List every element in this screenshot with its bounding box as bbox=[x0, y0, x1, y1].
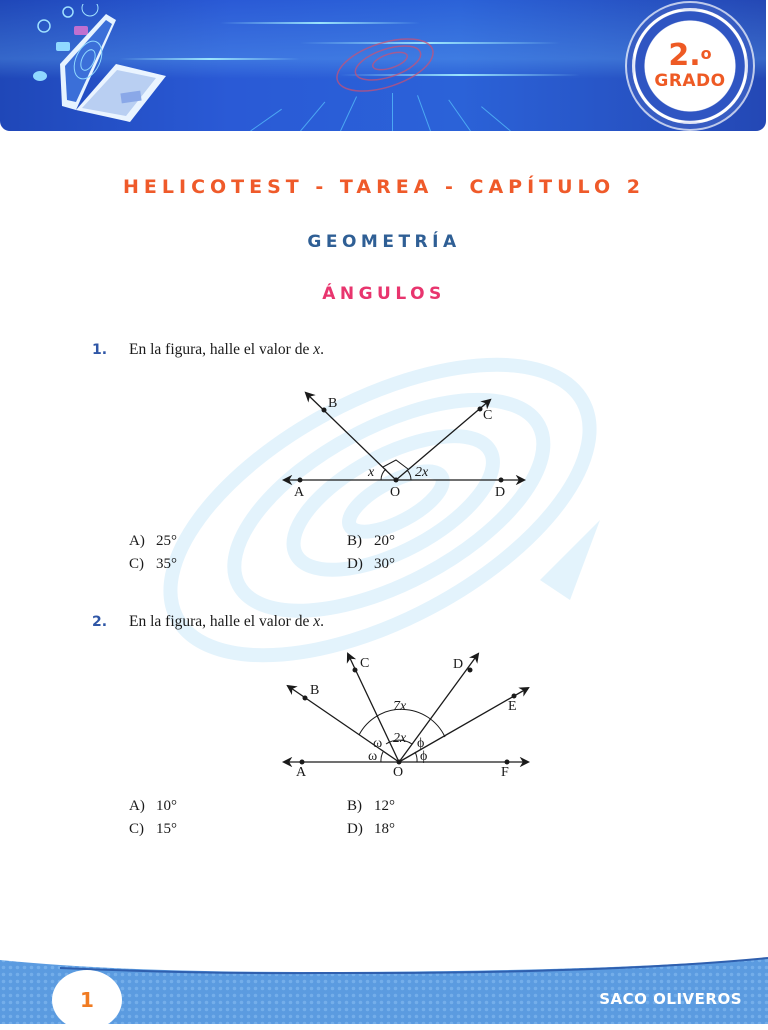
subject-title: GEOMETRÍA bbox=[307, 232, 461, 252]
grid-line bbox=[340, 96, 358, 131]
question-text: En la figura, halle el valor de x. bbox=[129, 613, 324, 630]
angle-2x-label: 2x bbox=[393, 731, 407, 746]
option-d[interactable]: D)18° bbox=[347, 821, 395, 837]
grid-line bbox=[300, 101, 326, 131]
option-a[interactable]: A)25° bbox=[129, 533, 177, 549]
angle-omega-upper-label: ω bbox=[373, 736, 382, 751]
point-f-label: F bbox=[501, 765, 509, 778]
option-c[interactable]: C)15° bbox=[129, 821, 177, 837]
point-b-label: B bbox=[310, 683, 319, 698]
grade-number: 2.o bbox=[668, 38, 712, 73]
option-b[interactable]: B)20° bbox=[347, 533, 395, 549]
spiral-decoration-icon bbox=[336, 38, 434, 92]
option-b[interactable]: B)12° bbox=[347, 798, 395, 814]
point-c-label: C bbox=[360, 656, 369, 671]
grid-line bbox=[448, 99, 471, 131]
grade-badge: 2.o GRADO bbox=[632, 8, 748, 124]
point-a-label: A bbox=[296, 765, 307, 778]
footer-wave bbox=[0, 957, 768, 1024]
document-title: HELICOTEST - TAREA - CAPÍTULO 2 bbox=[123, 176, 645, 198]
grid-line bbox=[417, 95, 431, 131]
point-d-label: D bbox=[453, 657, 463, 672]
light-streak bbox=[300, 42, 560, 44]
point-a-label: A bbox=[294, 485, 305, 500]
point-o-label: O bbox=[390, 485, 400, 500]
grid-line bbox=[481, 106, 511, 131]
question-2-figure: B C D E A O F 7x 2x ω ω ϕ ϕ bbox=[280, 648, 535, 783]
option-d[interactable]: D)30° bbox=[347, 556, 395, 572]
point-d-label: D bbox=[495, 485, 505, 500]
grid-line bbox=[250, 108, 282, 131]
angle-phi-upper-label: ϕ bbox=[417, 736, 424, 751]
point-b-label: B bbox=[328, 396, 337, 411]
question-2: 2. En la figura, halle el valor de x. bbox=[92, 612, 692, 632]
light-streak bbox=[120, 58, 300, 60]
point-c-label: C bbox=[483, 408, 492, 423]
option-c[interactable]: C)35° bbox=[129, 556, 177, 572]
option-a[interactable]: A)10° bbox=[129, 798, 177, 814]
point-o-label: O bbox=[393, 765, 403, 778]
light-streak bbox=[340, 74, 580, 76]
laptop-illustration-icon bbox=[33, 4, 166, 122]
angle-2x-label: 2x bbox=[415, 465, 429, 480]
point-e-label: E bbox=[508, 699, 517, 714]
question-text: En la figura, halle el valor de x. bbox=[129, 341, 324, 358]
angle-omega-lower-label: ω bbox=[368, 749, 377, 764]
grid-line bbox=[392, 93, 393, 131]
angle-phi-lower-label: ϕ bbox=[420, 749, 427, 764]
question-number: 2. bbox=[92, 614, 108, 630]
angle-x-label: x bbox=[367, 465, 375, 480]
grade-label: GRADO bbox=[654, 71, 726, 91]
brand-logo: SACO OLIVEROS bbox=[599, 990, 742, 1008]
question-1-figure: B C A O D x 2x bbox=[280, 385, 530, 505]
angle-7x-label: 7x bbox=[393, 699, 407, 714]
question-1: 1. En la figura, halle el valor de x. bbox=[92, 340, 692, 360]
header-banner: 2.o GRADO bbox=[0, 0, 766, 131]
light-streak bbox=[220, 22, 420, 24]
topic-title: ÁNGULOS bbox=[322, 284, 446, 304]
question-number: 1. bbox=[92, 342, 108, 358]
page-number: 1 bbox=[52, 970, 122, 1030]
